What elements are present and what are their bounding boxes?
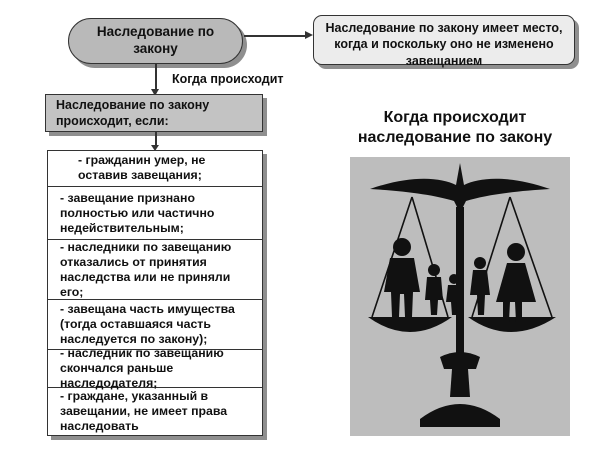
condition-item: - наследники по завещанию отказались от … (48, 239, 262, 301)
illustration-title: Когда происходит наследование по закону (357, 109, 553, 147)
arrow-right-connector (244, 32, 313, 38)
when-occurs-label: Когда происходит (172, 72, 284, 86)
condition-item: - наследник по завещанию скончался раньш… (48, 346, 262, 390)
condition-text: - завещание признано полностью или части… (60, 190, 215, 235)
condition-item: - завещана часть имущества (тогда оставш… (48, 300, 262, 350)
condition-item: - граждане, указанный в завещании, не им… (48, 388, 262, 435)
condition-text: - завещана часть имущества (тогда оставш… (60, 302, 235, 347)
condition-item: - гражданин умер, не оставив завещания; (48, 151, 262, 187)
condition-text: - гражданин умер, не оставив завещания; (78, 153, 206, 183)
arrow-down-connector (152, 64, 158, 96)
inheritance-by-law-label: Наследование по закону (96, 24, 215, 56)
condition-item: - завещание признано полностью или части… (48, 187, 262, 241)
definition-note-text: Наследование по закону имеет место, когд… (325, 21, 563, 68)
condition-text: - наследник по завещанию скончался раньш… (60, 346, 224, 390)
conditions-list: - гражданин умер, не оставив завещания; … (47, 150, 263, 436)
conditions-header-text: Наследование по закону происходит, если: (56, 98, 210, 128)
scales-of-justice-with-family-icon (350, 157, 570, 436)
conditions-header: Наследование по закону происходит, если: (45, 94, 263, 132)
arrow-down-connector-2 (152, 132, 158, 151)
inheritance-by-law-node: Наследование по закону (68, 18, 243, 64)
condition-text: - наследники по завещанию отказались от … (60, 239, 232, 299)
definition-note: Наследование по закону имеет место, когд… (313, 15, 575, 68)
condition-text: - граждане, указанный в завещании, не им… (60, 389, 228, 433)
